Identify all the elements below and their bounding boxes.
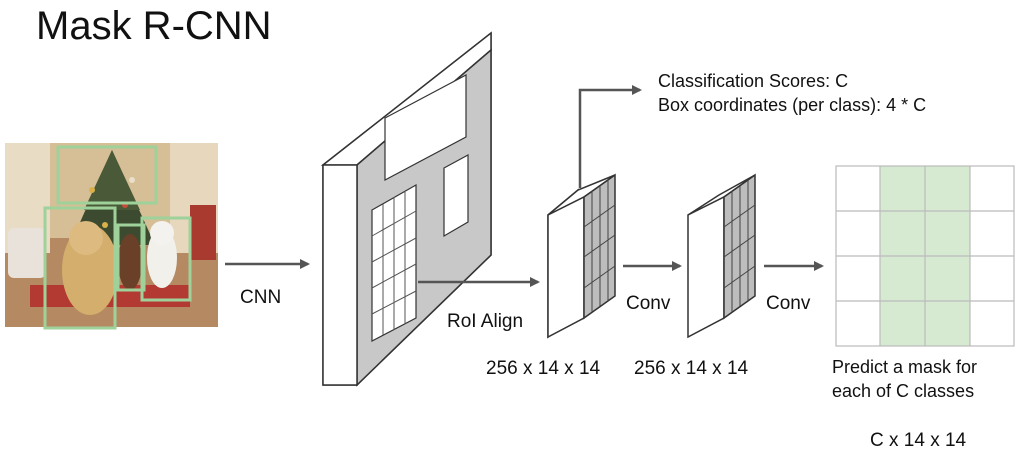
label-roi-align: RoI Align (447, 311, 524, 332)
roi-feature-block (547, 173, 616, 339)
page-title: Mask R-CNN (36, 4, 272, 48)
label-dim-roi: 256 x 14 x 14 (486, 358, 601, 379)
roi-grid (371, 183, 417, 342)
mask-grid (835, 165, 1015, 347)
small-dog (118, 234, 142, 290)
mask-caption-line2: each of C classes (832, 381, 975, 401)
label-conv-2: Conv (766, 293, 811, 314)
bbox-cat (140, 216, 192, 302)
label-dim-conv: 256 x 14 x 14 (634, 358, 749, 379)
arrow-box-head (578, 85, 642, 188)
label-cnn: CNN (240, 287, 282, 308)
output-scores: Classification Scores: C (658, 71, 849, 91)
feature-map-block (320, 31, 492, 387)
label-dim-mask: C x 14 x 14 (870, 430, 967, 451)
output-boxes: Box coordinates (per class): 4 * C (658, 95, 927, 115)
bbox-dog (43, 206, 117, 330)
mask-caption-line1: Predict a mask for (832, 357, 978, 377)
bbox-small-dog (116, 223, 146, 292)
label-conv-1: Conv (626, 293, 671, 314)
input-image (5, 143, 218, 330)
conv-feature-block (687, 173, 756, 339)
bbox-tree (56, 145, 158, 205)
proposal-region-side (443, 153, 469, 238)
cat (147, 228, 177, 288)
proposal-region-top (384, 74, 467, 181)
